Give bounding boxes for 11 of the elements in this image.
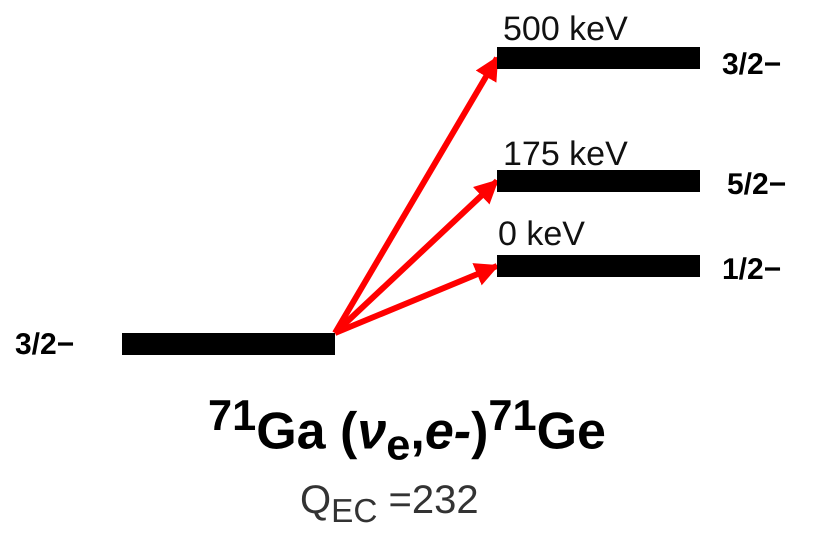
reaction-label: $^{71}$Ga (ν$_{e}$,e-)$^{71}$Ge	[207, 395, 607, 468]
spin-parity-label: 5/2−	[727, 170, 786, 200]
spin-parity-label: 3/2−	[15, 330, 74, 360]
q-value-label: Q$_{EC}$ =232	[300, 480, 480, 528]
spin-parity-label: 1/2−	[722, 255, 782, 285]
energy-label: 175 keV	[503, 137, 628, 171]
energy-label: 0 keV	[498, 217, 585, 251]
energy-label: 500 keV	[503, 12, 628, 46]
arrow	[334, 263, 500, 336]
spin-parity-label: 3/2−	[722, 50, 782, 80]
arrow	[332, 56, 500, 335]
